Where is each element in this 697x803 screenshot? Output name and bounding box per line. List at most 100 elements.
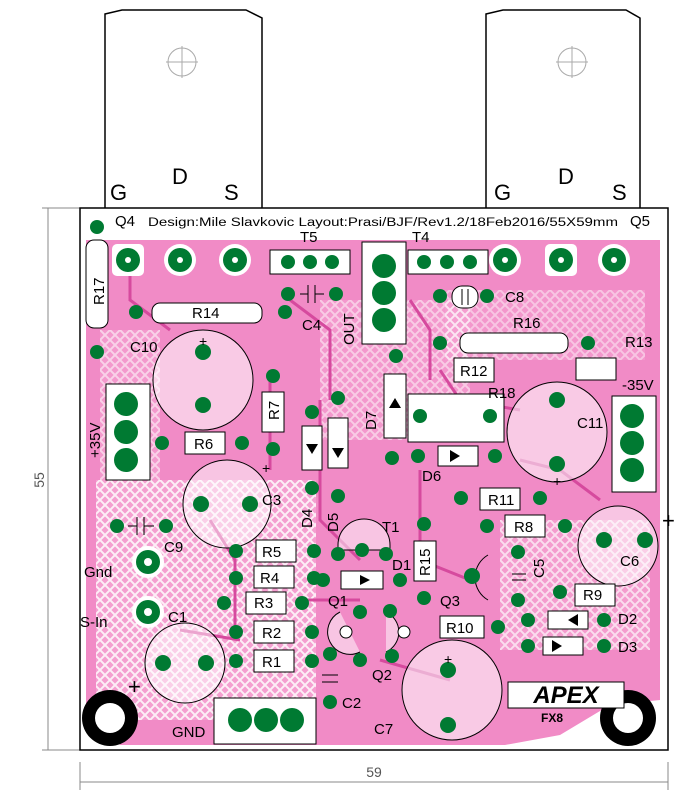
- width-dimension-label: 59: [366, 764, 382, 780]
- resistor-r17: [85, 220, 109, 359]
- label-d6: D6: [422, 468, 441, 485]
- diode-d7: [383, 349, 407, 465]
- label-c9: C9: [164, 539, 183, 556]
- resistor-r5: [229, 539, 321, 563]
- label-q4: Q4: [115, 213, 135, 230]
- heatsink-right-pin-g: G: [494, 180, 511, 205]
- height-dimension-label: 55: [31, 472, 47, 488]
- pos-supply-connector: [105, 383, 151, 481]
- label-d7: D7: [363, 411, 380, 430]
- svg-text:+: +: [128, 674, 141, 699]
- label-r6: R6: [194, 436, 213, 453]
- diode-d1: [316, 570, 407, 590]
- capacitor-c3: +: [182, 459, 272, 549]
- label-c2: C2: [342, 695, 361, 712]
- svg-text:+: +: [199, 333, 207, 349]
- diode-d3: [521, 636, 611, 656]
- gnd-bottom-connector: [213, 697, 317, 745]
- resistor-r4: [229, 565, 321, 589]
- label-d1: D1: [392, 557, 411, 574]
- svg-text:+: +: [553, 473, 561, 489]
- transistor-q2: [353, 649, 399, 667]
- label-c10: C10: [130, 339, 158, 356]
- model-text: FX8: [541, 711, 563, 725]
- resistor-r2: [229, 620, 319, 644]
- capacitor-c4: [281, 285, 343, 303]
- label-gnd-bottom: GND: [172, 724, 206, 741]
- label-r7: R7: [266, 401, 283, 420]
- label-q1: Q1: [328, 593, 348, 610]
- label-c5: C5: [531, 559, 548, 578]
- transistor-pads: [112, 244, 630, 276]
- out-connector: [361, 241, 407, 345]
- diode-d4: [301, 405, 323, 495]
- svg-text:APEX: APEX: [532, 682, 600, 709]
- gnd-pad: [132, 546, 164, 578]
- label-r10: R10: [446, 620, 474, 637]
- label-t1: T1: [382, 519, 400, 536]
- label-r13: R13: [625, 334, 653, 351]
- resistor-r1: [229, 649, 319, 673]
- capacitor-c2: [322, 647, 338, 709]
- heatsink-right: G D S: [485, 9, 641, 211]
- label-c4: C4: [302, 317, 321, 334]
- mounting-hole-left: [82, 690, 138, 746]
- label-q3: Q3: [440, 593, 460, 610]
- label-d4: D4: [299, 509, 316, 528]
- label-r16: R16: [513, 315, 541, 332]
- pad-r15-top: [417, 517, 431, 531]
- label-c6: C6: [620, 553, 639, 570]
- capacitor-c11: +: [506, 381, 608, 489]
- capacitor-c10: +: [152, 329, 254, 431]
- resistor-r6: [155, 431, 249, 455]
- heatsink-left-pin-s: S: [224, 180, 239, 205]
- neg-supply-connector: [611, 395, 657, 493]
- label-r1: R1: [262, 654, 281, 671]
- label-r9: R9: [583, 587, 602, 604]
- label-q5: Q5: [630, 213, 650, 230]
- label-r2: R2: [262, 625, 281, 642]
- label-d2: D2: [618, 611, 637, 628]
- label-signal-in: S-In: [80, 614, 108, 631]
- transistor-q1: [327, 605, 367, 655]
- capacitor-c9: [110, 517, 173, 535]
- transistor-t4: [407, 249, 489, 275]
- label-c11: C11: [577, 415, 603, 432]
- diode-d6: [411, 445, 502, 467]
- board-header-text: Design:Mile Slavkovic Layout:Prasi/BJF/R…: [148, 217, 618, 229]
- label-neg-supply: -35V: [622, 377, 654, 394]
- diode-d2: [521, 610, 611, 630]
- signal-in-pad: [132, 596, 164, 628]
- label-r17: R17: [91, 277, 108, 305]
- label-r14: R14: [192, 305, 220, 322]
- label-q2: Q2: [372, 667, 392, 684]
- heatsink-right-pin-s: S: [612, 180, 627, 205]
- label-pos-supply: +35V: [87, 423, 104, 458]
- label-r5: R5: [262, 544, 281, 561]
- resistor-r18: [407, 393, 505, 443]
- label-c7: C7: [374, 721, 393, 738]
- label-d3: D3: [618, 639, 637, 656]
- label-t5: T5: [300, 229, 318, 246]
- capacitor-c5: [464, 545, 526, 607]
- resistor-r13: [575, 357, 617, 381]
- resistor-r10: [439, 615, 505, 639]
- label-r11: R11: [488, 492, 514, 509]
- label-r4: R4: [260, 570, 279, 587]
- label-t4: T4: [412, 229, 430, 246]
- resistor-r8: [480, 514, 572, 538]
- capacitor-c1: +: [128, 622, 226, 704]
- resistor-r11: [454, 487, 547, 511]
- capacitor-c6: +: [577, 505, 675, 587]
- resistor-r16: [433, 332, 595, 354]
- label-gnd-input: Gnd: [84, 564, 112, 581]
- resistor-r14: [129, 302, 292, 324]
- label-r15: R15: [417, 548, 434, 576]
- heatsink-left: G D S: [104, 9, 263, 211]
- diode-d5: [327, 391, 349, 503]
- label-r3: R3: [254, 595, 273, 612]
- dimension-lines: [42, 207, 669, 790]
- resistor-r3: [217, 591, 309, 615]
- label-c3: C3: [262, 492, 281, 509]
